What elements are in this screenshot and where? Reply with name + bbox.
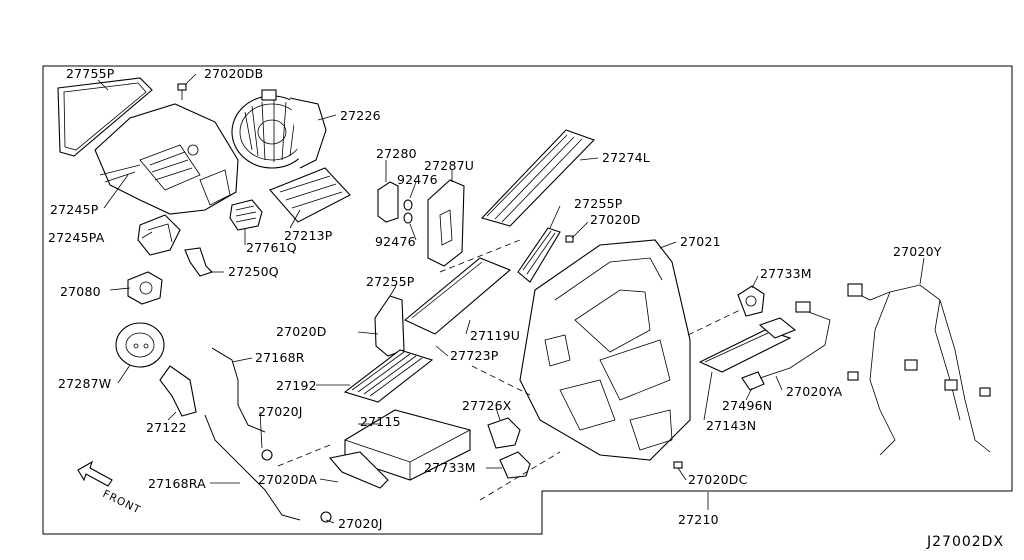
callout-27226: 27226 xyxy=(340,108,381,123)
part-seal-ring xyxy=(57,77,153,157)
part-actuator-m-lower xyxy=(499,451,531,479)
callout-27210: 27210 xyxy=(678,512,719,527)
callout-27020db: 27020DB xyxy=(204,66,263,81)
part-intake-case xyxy=(94,103,239,215)
part-actuator-x xyxy=(487,417,521,449)
part-heater-core xyxy=(343,349,434,403)
callout-27020j-a: 27020J xyxy=(258,404,303,419)
callout-27723p: 27723P xyxy=(450,348,499,363)
part-duct-lower xyxy=(374,295,405,357)
part-sensor xyxy=(377,181,399,223)
callout-27733m-b: 27733M xyxy=(424,460,476,475)
callout-92476-b: 92476 xyxy=(375,234,416,249)
part-bracket-da xyxy=(328,451,389,489)
part-insulator-u xyxy=(427,179,465,267)
part-hose-clip-b xyxy=(320,511,332,523)
part-evaporator-seal xyxy=(403,257,512,335)
part-clip-bracket xyxy=(159,365,197,417)
guide-line-d xyxy=(687,309,741,336)
callout-27168ra: 27168RA xyxy=(148,476,206,491)
leader-lines xyxy=(97,73,925,524)
part-blower-motor xyxy=(231,89,327,169)
part-o-rings xyxy=(403,199,413,224)
callout-27255p-a: 27255P xyxy=(574,196,623,211)
callout-labels: 27755P 27020DB 27226 27280 27287U 27274L 92476… xyxy=(48,66,942,531)
part-heater-unit-case xyxy=(519,239,691,461)
callout-27020j-b: 27020J xyxy=(338,516,383,531)
callout-27168r: 27168R xyxy=(255,350,305,365)
callout-92476-a: 92476 xyxy=(397,172,438,187)
guide-line-filter xyxy=(439,239,521,273)
guide-line-a xyxy=(471,365,531,396)
callout-27020d-b: 27020D xyxy=(276,324,327,339)
part-actuator-m-upper xyxy=(737,285,765,317)
callout-27287u: 27287U xyxy=(424,158,474,173)
front-arrow xyxy=(77,460,113,487)
front-label: FRONT xyxy=(101,488,143,517)
callout-27020y: 27020Y xyxy=(893,244,942,259)
callout-27496n: 27496N xyxy=(722,398,772,413)
callout-27020ya: 27020YA xyxy=(786,384,843,399)
callout-27021: 27021 xyxy=(680,234,721,249)
part-sensor-n xyxy=(741,371,765,391)
callout-27213p: 27213P xyxy=(284,228,333,243)
callout-27255p-b: 27255P xyxy=(366,274,415,289)
part-drain-hose-ra xyxy=(204,414,301,521)
part-air-filter xyxy=(480,129,595,227)
part-bracket-q xyxy=(184,247,214,277)
callout-27755p: 27755P xyxy=(66,66,115,81)
part-screw-dc xyxy=(673,461,683,469)
callout-27122: 27122 xyxy=(146,420,187,435)
part-screw-db xyxy=(177,83,187,100)
part-screw-d-top xyxy=(565,235,574,243)
part-link-lever xyxy=(137,214,181,256)
part-insulator-round xyxy=(115,322,165,368)
callout-27020da: 27020DA xyxy=(258,472,317,487)
part-intake-actuator xyxy=(127,271,163,305)
part-harness-ya xyxy=(759,301,831,379)
part-ptc-heater xyxy=(698,317,797,373)
callout-27245p: 27245P xyxy=(50,202,99,217)
part-harness-y xyxy=(847,283,991,456)
callout-27250q: 27250Q xyxy=(228,264,279,279)
callout-27192: 27192 xyxy=(276,378,317,393)
callout-27020dc: 27020DC xyxy=(688,472,748,487)
callout-27287w: 27287W xyxy=(58,376,111,391)
part-duct-top xyxy=(517,227,561,283)
callout-27245pa: 27245PA xyxy=(48,230,105,245)
callout-27726x: 27726X xyxy=(462,398,512,413)
part-duct-piece xyxy=(269,167,351,223)
callout-27115: 27115 xyxy=(360,414,401,429)
part-hose-clip-a xyxy=(261,449,273,461)
callout-27020d-a: 27020D xyxy=(590,212,641,227)
callout-27733m-a: 27733M xyxy=(760,266,812,281)
callout-27274l: 27274L xyxy=(602,150,650,165)
diagram-id: J27002DX xyxy=(926,534,1004,550)
callout-27119u: 27119U xyxy=(470,328,520,343)
guide-line-b xyxy=(277,444,331,467)
part-resistor xyxy=(229,199,263,231)
callout-27280: 27280 xyxy=(376,146,417,161)
callout-27143n: 27143N xyxy=(706,418,756,433)
part-drain-hose-r xyxy=(211,347,266,433)
callout-27080: 27080 xyxy=(60,284,101,299)
callout-27761q: 27761Q xyxy=(246,240,297,255)
guide-line-c xyxy=(479,451,561,501)
assembly-frame xyxy=(42,65,1013,535)
